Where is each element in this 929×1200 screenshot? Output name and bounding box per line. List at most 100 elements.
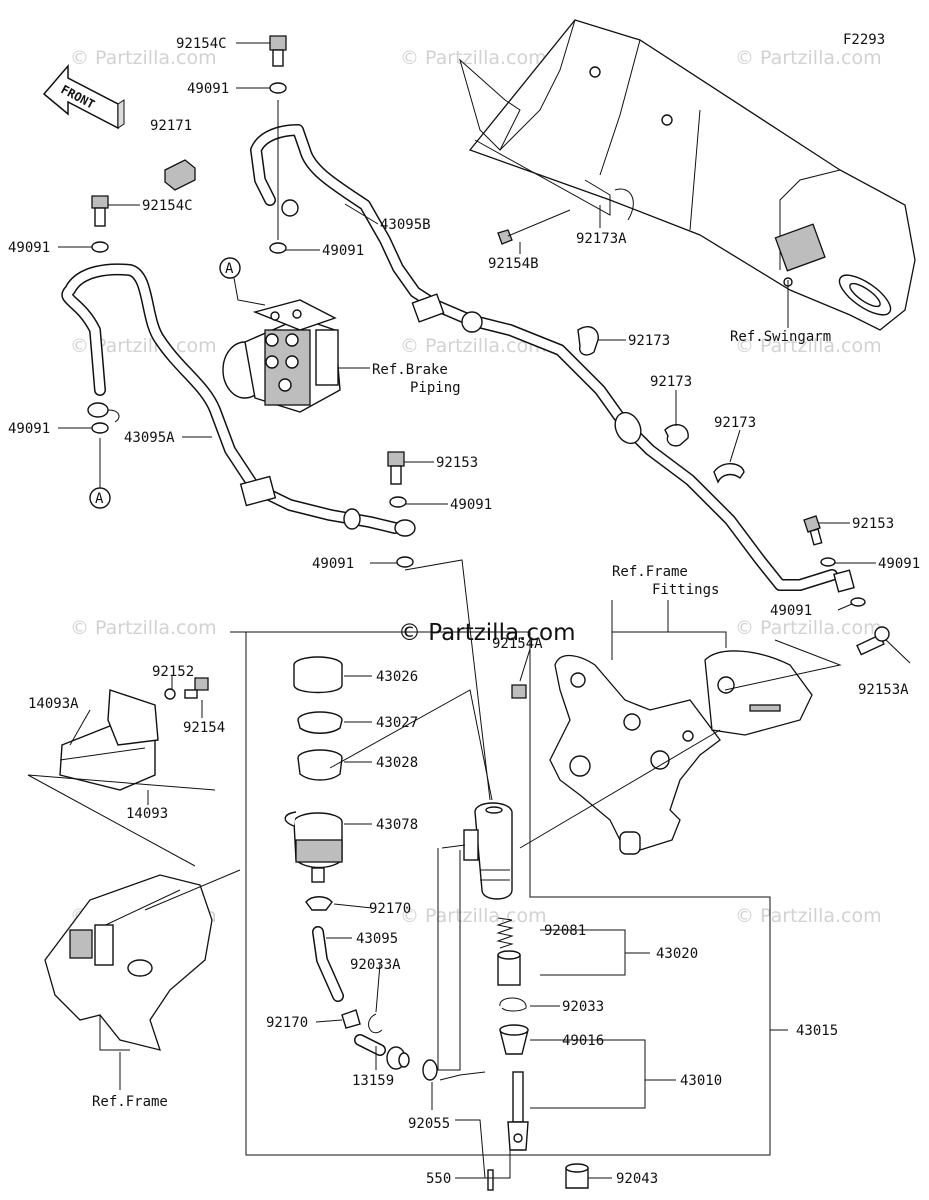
ref-frame-fittings-label: Fittings [652,582,719,598]
watermark: © Partzilla.com [735,335,882,357]
marker-a-top: A [219,257,266,306]
part-number-92154C-top: 92154C [176,36,227,52]
top-banjo-stack [269,35,287,254]
ref-swingarm-label: Ref.Swingarm [730,329,831,345]
watermark: © Partzilla.com [735,905,882,927]
pushrod-43010 [507,1071,529,1151]
part-number-92173: 92173 [650,374,692,390]
ref-frame-fittings-label: Ref.Frame [612,564,688,580]
oring-92055 [422,1059,438,1081]
part-number-labels: 92154C 49091 92171 92154C 49091 49091 43… [8,36,920,1187]
marker-letter: A [225,261,234,277]
part-number-92170-top: 92170 [369,901,411,917]
right-banjo-stack [803,515,866,607]
part-number-43095: 43095 [356,931,398,947]
watermark: © Partzilla.com [400,47,547,69]
reference-labels: Ref.Swingarm Ref.Brake Piping Ref.Frame … [92,329,831,1110]
part-number-92055: 92055 [408,1116,450,1132]
part-number-92154: 92154 [183,720,225,736]
abs-unit [222,299,341,413]
mid-banjo-stack [387,451,416,568]
part-number-14093A: 14093A [28,696,79,712]
leader-lines [27,42,911,1179]
circlip-92033A [368,1013,383,1034]
diaphragm-43027 [297,711,343,734]
part-number-43027: 43027 [376,715,418,731]
part-number-92043: 92043 [616,1171,658,1187]
spring-92081 [496,917,514,949]
watermark: © Partzilla.com [70,47,217,69]
part-number-92173A: 92173A [576,231,627,247]
part-number-92153A: 92153A [858,682,909,698]
ref-frame-label: Ref.Frame [92,1094,168,1110]
front-arrow-icon: FRONT [42,63,125,130]
watermark: © Partzilla.com [735,47,882,69]
hose-43095 [312,926,344,1002]
part-number-49091-mid: 49091 [450,497,492,513]
pin-92043 [565,1163,589,1189]
reservoir-cap-43026 [293,656,343,694]
part-number-13159: 13159 [352,1073,394,1089]
bolt-92153A [856,626,890,656]
marker-letter: A [95,491,104,507]
brake-hose-43095B [250,124,838,591]
pin-550 [487,1169,494,1191]
part-number-92153-mid: 92153 [436,455,478,471]
bolt-92154B [497,209,571,245]
left-banjo-stack [91,195,109,434]
figure-code: F2293 [843,32,885,48]
plate-43028 [297,749,343,781]
part-number-92152: 92152 [152,664,194,680]
brake-hose-43095A [61,263,401,534]
watermark: © Partzilla.com [735,617,882,639]
part-number-43095A: 43095A [124,430,175,446]
part-number-92154C-left: 92154C [142,198,193,214]
part-number-49091-top: 49091 [187,81,229,97]
part-number-92154B: 92154B [488,256,539,272]
part-number-92153-right: 92153 [852,516,894,532]
part-number-49016: 49016 [562,1033,604,1049]
part-number-550: 550 [426,1171,451,1187]
part-number-49091-mid: 49091 [312,556,354,572]
clamp-92170-low [341,1009,361,1029]
part-number-92081: 92081 [544,923,586,939]
part-number-92033A: 92033A [350,957,401,973]
frame-fittings-drawing [549,650,813,855]
part-number-92173: 92173 [714,415,756,431]
fitting-13159 [354,1034,410,1070]
clamp-92173 [577,326,599,356]
boot-49016 [499,1024,529,1055]
part-number-43015: 43015 [796,1023,838,1039]
piston-43020 [497,950,521,986]
clip-92171 [164,159,196,191]
part-number-43026: 43026 [376,669,418,685]
master-cylinder-frame [230,631,771,1156]
watermark: © Partzilla.com [70,617,217,639]
watermark: © Partzilla.com [400,335,547,357]
part-number-43078: 43078 [376,817,418,833]
part-number-49091-right: 49091 [770,603,812,619]
bolt-92154A [511,684,527,699]
part-number-43010: 43010 [680,1073,722,1089]
ref-brake-piping-label: Ref.Brake [372,362,448,378]
ref-brake-piping-label: Piping [410,380,461,396]
part-number-43020: 43020 [656,946,698,962]
circlip-92033 [499,997,527,1012]
part-number-43028: 43028 [376,755,418,771]
part-number-49091-abs: 49091 [322,243,364,259]
frame-drawing [44,874,213,1051]
part-number-92033: 92033 [562,999,604,1015]
copyright-text: © Partzilla.com [398,620,576,646]
part-number-49091-left: 49091 [8,240,50,256]
master-cylinder-body [463,802,513,900]
reservoir-bracket-14093 [59,677,209,791]
part-number-14093: 14093 [126,806,168,822]
swingarm-drawing [459,19,916,331]
part-number-92154A: 92154A [492,636,543,652]
reservoir-43078 [284,811,343,883]
part-number-92173: 92173 [628,333,670,349]
part-number-92171: 92171 [150,118,192,134]
part-number-92170-low: 92170 [266,1015,308,1031]
